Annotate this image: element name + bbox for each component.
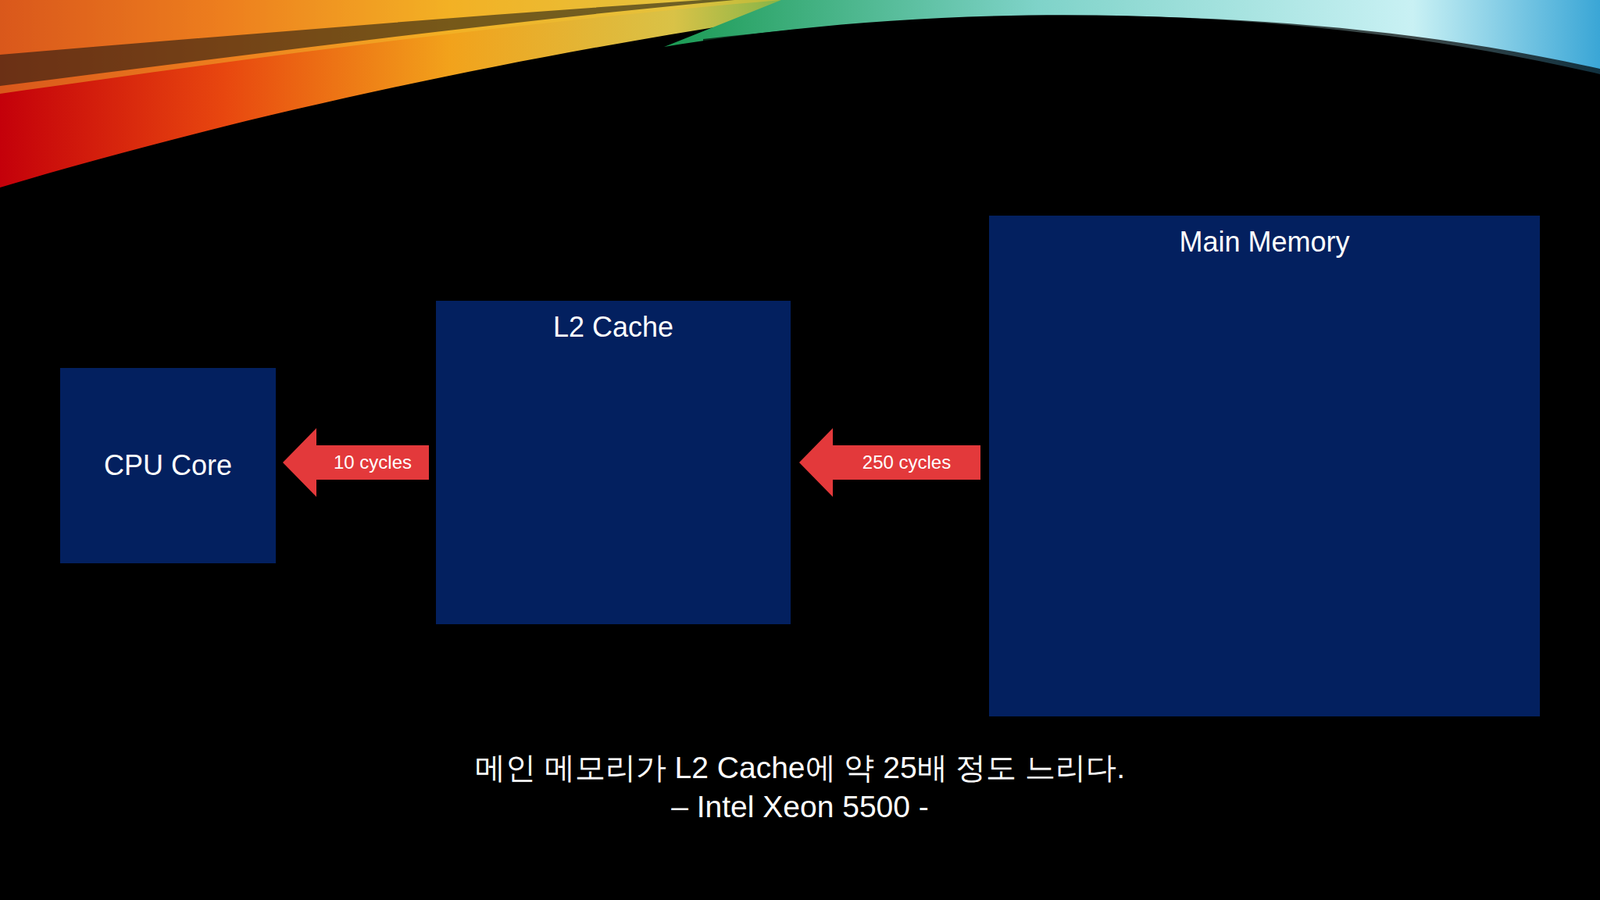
box-title: Main Memory xyxy=(1178,225,1350,259)
box-title: L2 Cache xyxy=(553,310,674,344)
memory-box: L2 Cache xyxy=(435,300,791,625)
source-note: – Intel Xeon 5500 - xyxy=(0,789,1600,826)
block-arrow xyxy=(282,428,429,497)
caption-text: 메인 메모리가 L2 Cache에 약 25배 정도 느리다. xyxy=(0,750,1600,787)
memory-box: Main Memory xyxy=(989,215,1540,717)
swoosh-stripe xyxy=(0,0,735,86)
cool-swoosh xyxy=(664,0,1600,75)
swoosh-stripe xyxy=(703,15,1600,79)
latency-label: 10 cycles xyxy=(332,452,414,473)
latency-label: 250 cycles xyxy=(860,452,953,473)
block-arrow xyxy=(799,428,981,497)
box-title: CPU Core xyxy=(103,448,233,483)
memory-box: CPU Core xyxy=(60,367,276,564)
